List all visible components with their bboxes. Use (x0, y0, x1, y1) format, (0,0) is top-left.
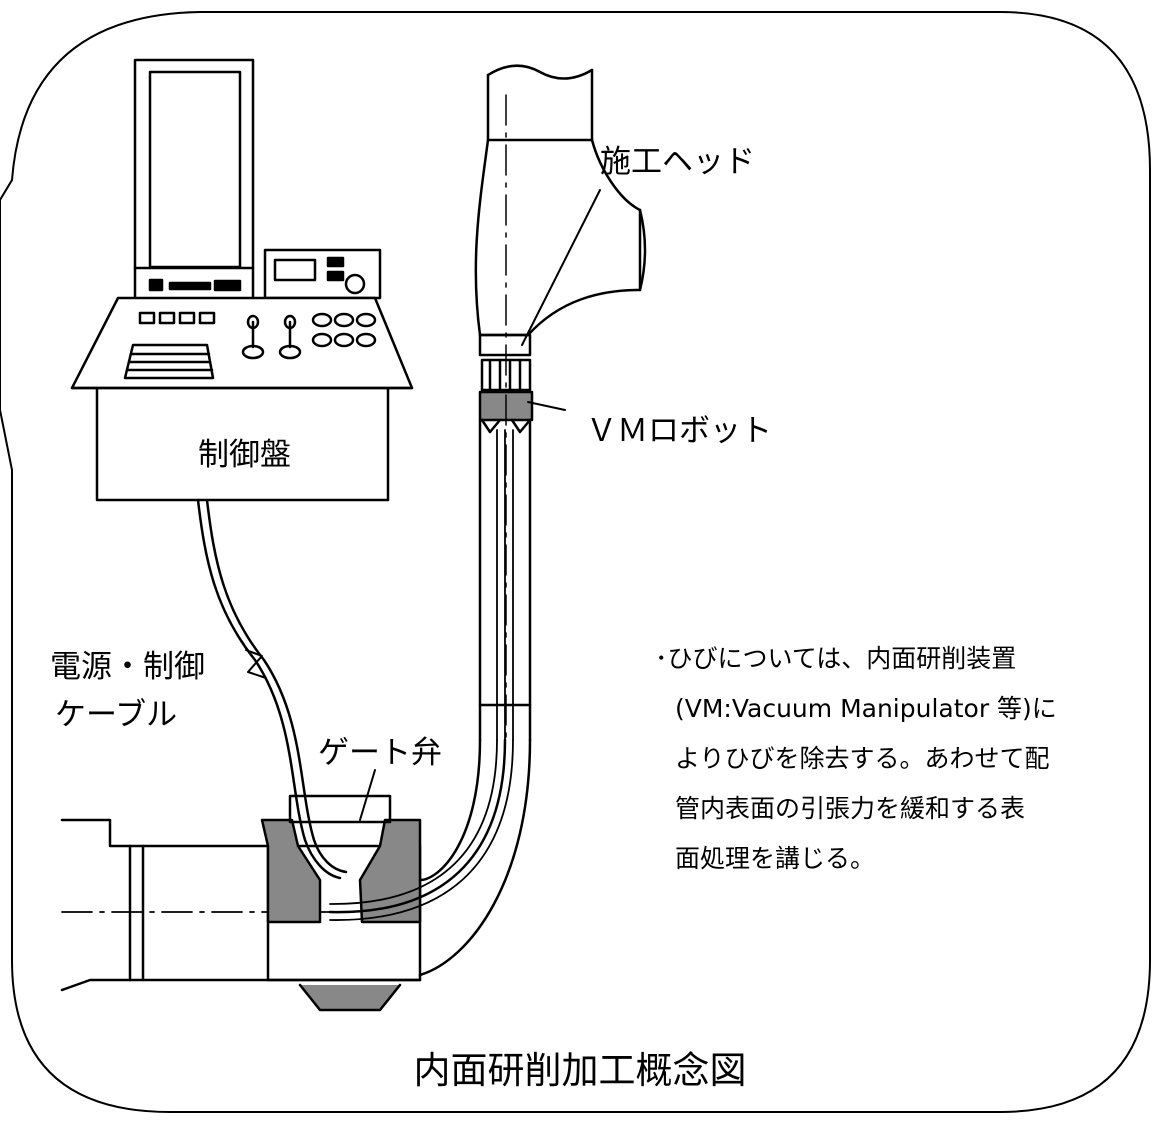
control-panel-label: 制御盤 (198, 437, 291, 473)
control-panel-drawing (70, 58, 414, 502)
vm-robot-label: ＶＭロボット (586, 413, 772, 449)
note-line: よりひびを除去する。あわせて配 (675, 744, 1050, 773)
vertical-pipe-drawing (328, 64, 647, 977)
callout-frame (0, 11, 1151, 1113)
note-line: 管内表面の引張力を緩和する表 (675, 794, 1026, 823)
note-line: 面処理を講じる。 (675, 844, 876, 873)
construction-head-label: 施工ヘッド (600, 144, 755, 180)
note-line: ･ひびについては、内面研削装置 (655, 644, 1017, 673)
note-text: ･ひびについては、内面研削装置 (VM:Vacuum Manipulator 等… (655, 634, 1115, 884)
cable-label-line1: 電源・制御 (50, 649, 205, 685)
cable-drawing (196, 498, 348, 880)
main-pipe-drawing (60, 794, 422, 1012)
diagram-caption: 内面研削加工概念図 (413, 1049, 747, 1092)
cable-label-line2: ケーブル (55, 697, 178, 733)
note-line: (VM:Vacuum Manipulator 等)に (675, 694, 1057, 723)
gate-valve-label: ゲート弁 (318, 735, 442, 771)
